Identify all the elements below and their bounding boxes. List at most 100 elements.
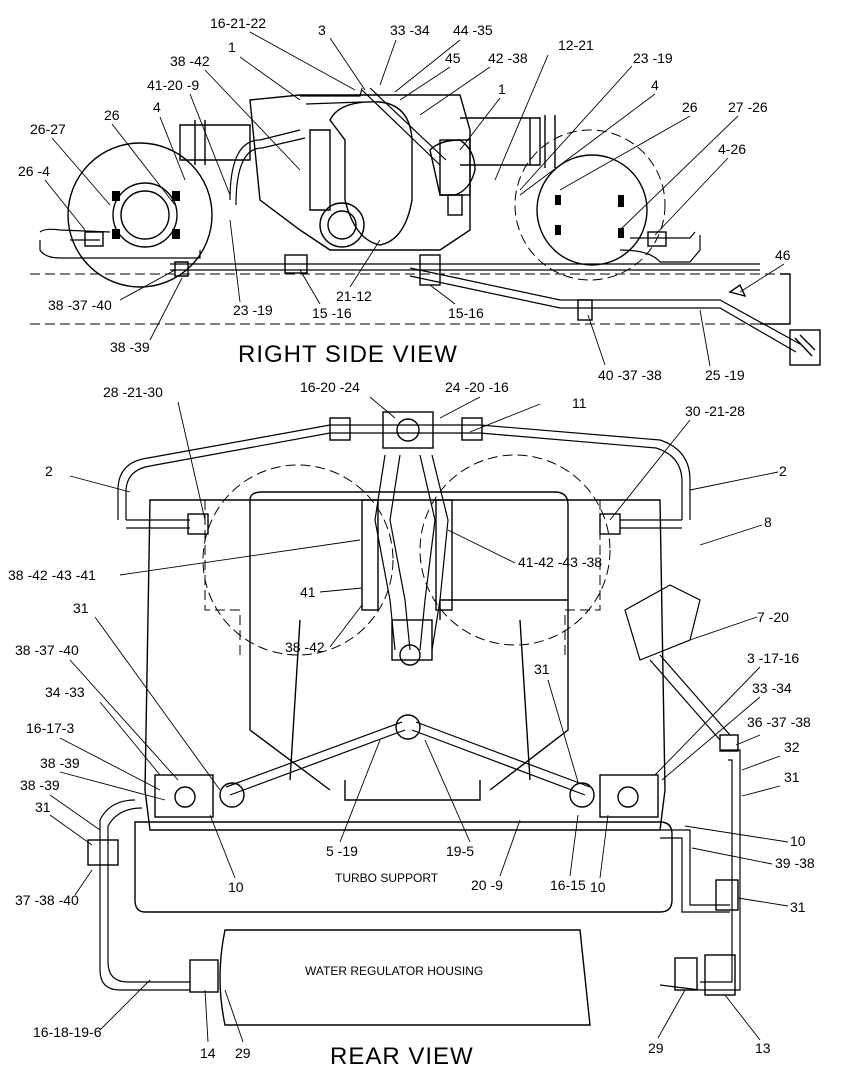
- right-turbo-inner: [536, 154, 648, 266]
- callout: 46: [775, 247, 791, 263]
- turbo-wheel: [319, 202, 365, 248]
- callout: 1: [498, 81, 506, 97]
- callout: 15 -16: [312, 305, 352, 321]
- left-turbo-housing: [67, 142, 213, 288]
- callout: 38 -42 -43 -41: [8, 567, 96, 583]
- left-bracket: [154, 774, 214, 818]
- right-bracket: [599, 774, 659, 818]
- callout: 3 -17-16: [747, 650, 799, 666]
- top-tee-block: [382, 411, 434, 449]
- upper-oil-lines: [117, 424, 691, 520]
- right-exhaust-pipe: [460, 117, 541, 166]
- callout: 38 -37 -40: [15, 642, 79, 658]
- callout: 26: [682, 99, 698, 115]
- flange-plate-left: [361, 499, 379, 611]
- callout: 13: [755, 1040, 771, 1056]
- top-tee-bore: [396, 418, 420, 442]
- callout: 31: [73, 600, 89, 616]
- callout: 10: [790, 833, 806, 849]
- central-adaptor: [391, 619, 433, 661]
- callout: 3: [318, 22, 326, 38]
- callout: 15-16: [448, 305, 484, 321]
- intake-plenum: [249, 491, 569, 791]
- frame-dashed-lines: [30, 273, 790, 325]
- left-turbo-outlet: [112, 182, 178, 248]
- left-clip: [87, 839, 119, 866]
- top-feed-line: [300, 87, 363, 105]
- callout: 33 -34: [752, 680, 792, 696]
- right-exhaust-band: [529, 115, 556, 168]
- strut-left: [225, 721, 406, 796]
- strut-left-end: [219, 782, 245, 808]
- left-drain-loop: [99, 799, 190, 991]
- right-oil-tee: [620, 519, 682, 529]
- left-fitting: [84, 231, 104, 247]
- callout: 24 -20 -16: [445, 379, 509, 395]
- callout: 23 -19: [633, 50, 673, 66]
- water-regulator-housing: [219, 929, 591, 1026]
- callout: 7 -20: [757, 609, 789, 625]
- oil-line-upper-left: [39, 228, 111, 233]
- callout: 10: [228, 879, 244, 895]
- wastegate-actuator: [429, 139, 476, 196]
- callout: 44 -35: [453, 22, 493, 38]
- support-legs: [289, 619, 531, 781]
- callout: 29: [235, 1045, 251, 1061]
- main-drain-line: [170, 263, 760, 271]
- rear-callouts: 16-20 -24 24 -20 -16 28 -21-30 11 30 -21…: [8, 379, 815, 1061]
- callout: 16-17-3: [26, 720, 74, 736]
- callout: 40 -37 -38: [598, 367, 662, 383]
- callout: 20 -9: [471, 877, 503, 893]
- callout: 38 -39: [40, 755, 80, 771]
- callout: 28 -21-30: [103, 384, 163, 400]
- callout: 26-27: [30, 121, 66, 137]
- oil-line-lower-left: [39, 240, 201, 259]
- callout: 31: [790, 899, 806, 915]
- callout: 4: [153, 99, 161, 115]
- callout: 4-26: [718, 141, 746, 157]
- left-turbo-bore: [120, 190, 170, 240]
- callout: 31: [784, 769, 800, 785]
- callout: 38 -39: [20, 777, 60, 793]
- left-lower-nut: [189, 959, 219, 993]
- callout: 38 -42: [170, 53, 210, 69]
- callout: 16-21-22: [210, 15, 266, 31]
- turbo-support: [134, 821, 673, 913]
- wastegate-stem: [447, 194, 463, 216]
- callout: 31: [534, 661, 550, 677]
- diagonal-feed-line: [361, 87, 447, 166]
- line-7-20: [649, 654, 731, 741]
- left-exhaust-band: [194, 120, 206, 165]
- callout: 36 -37 -38: [747, 714, 811, 730]
- right-side-leaders: [44, 31, 785, 367]
- callout: 23 -19: [233, 302, 273, 318]
- callout: 38 -37 -40: [48, 297, 112, 313]
- callout: 39 -38: [775, 855, 815, 871]
- callout: 16-15: [550, 877, 586, 893]
- callout: 8: [764, 514, 772, 530]
- callout: 37 -38 -40: [15, 892, 79, 908]
- strut-right: [411, 721, 591, 796]
- callout: 4: [651, 77, 659, 93]
- right-side-view: [30, 87, 821, 366]
- turbo-wheel-inner: [327, 210, 357, 240]
- callout: 5 -19: [326, 843, 358, 859]
- right-bracket-bore: [617, 786, 639, 808]
- frame-end: [760, 273, 791, 325]
- turbo-support-label: TURBO SUPPORT: [335, 871, 439, 885]
- callout: 38 -39: [110, 339, 150, 355]
- callout: 16-18-19-6: [33, 1024, 102, 1040]
- right-return-line: [619, 235, 701, 263]
- callout: 26 -4: [18, 163, 50, 179]
- long-drain-line: [409, 267, 801, 353]
- water-regulator-label: WATER REGULATOR HOUSING: [305, 964, 483, 978]
- fitting-36-37-38: [719, 734, 739, 752]
- wastegate-body: [439, 139, 471, 196]
- callout: 41-20 -9: [147, 77, 199, 93]
- callout: 41-42 -43 -38: [518, 554, 602, 570]
- callout: 30 -21-28: [685, 403, 745, 419]
- callout: 27 -26: [728, 99, 768, 115]
- callout: 1: [228, 39, 236, 55]
